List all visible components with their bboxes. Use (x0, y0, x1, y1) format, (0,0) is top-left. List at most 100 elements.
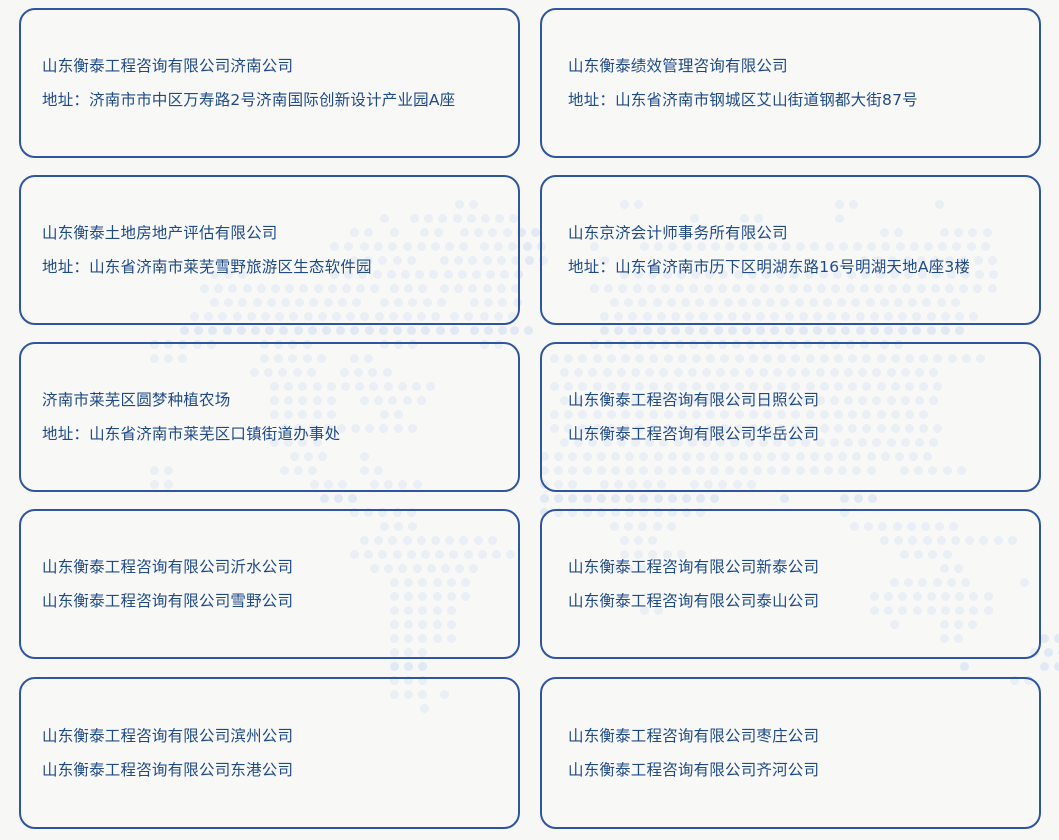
map-dot (498, 298, 507, 307)
map-dot (472, 270, 481, 279)
map-dot (374, 242, 383, 251)
map-dot (540, 452, 549, 461)
map-dot (872, 438, 881, 447)
map-dot (979, 536, 988, 545)
map-dot (313, 382, 322, 391)
company-card[interactable]: 山东衡泰工程咨询有限公司枣庄公司 山东衡泰工程咨询有限公司齐河公司 (540, 677, 1041, 829)
map-dot (610, 522, 619, 531)
map-dot (412, 382, 421, 391)
map-dot (550, 410, 559, 419)
company-card[interactable]: 山东衡泰工程咨询有限公司日照公司 山东衡泰工程咨询有限公司华岳公司 (540, 342, 1041, 492)
map-dot (621, 424, 630, 433)
map-dot (218, 312, 227, 321)
map-dot (568, 480, 577, 489)
map-dot (624, 522, 633, 531)
map-dot (433, 592, 442, 601)
company-card[interactable]: 山东衡泰工程咨询有限公司滨州公司 山东衡泰工程咨询有限公司东港公司 (19, 677, 520, 829)
map-dot (893, 522, 902, 531)
map-dot (918, 578, 927, 587)
map-dot (858, 438, 867, 447)
map-dot (384, 382, 393, 391)
map-dot (620, 550, 629, 559)
map-dot (568, 452, 577, 461)
company-card[interactable]: 山东衡泰工程咨询有限公司沂水公司 山东衡泰工程咨询有限公司雪野公司 (19, 509, 520, 659)
company-card[interactable]: 山东衡泰绩效管理咨询有限公司 地址：山东省济南市钢城区艾山街道钢都大街87号 (540, 8, 1041, 158)
map-dot (860, 284, 869, 293)
map-dot (809, 298, 818, 307)
map-dot (614, 480, 623, 489)
map-dot (653, 522, 662, 531)
map-dot (600, 326, 609, 335)
map-dot (607, 410, 616, 419)
map-dot (488, 228, 497, 237)
map-dot (735, 424, 744, 433)
map-dot (668, 494, 677, 503)
map-dot (447, 592, 456, 601)
map-dot (460, 228, 469, 237)
map-dot (506, 550, 515, 559)
company-card[interactable]: 山东衡泰工程咨询有限公司新泰公司 山东衡泰工程咨询有限公司泰山公司 (540, 509, 1041, 659)
map-dot (468, 256, 477, 265)
map-dot (624, 564, 633, 573)
map-dot (164, 466, 173, 475)
map-dot (341, 382, 350, 391)
map-dot (770, 326, 779, 335)
map-dot (351, 424, 360, 433)
map-dot (834, 424, 843, 433)
map-dot (801, 438, 810, 447)
map-dot (785, 312, 794, 321)
map-dot (753, 452, 762, 461)
map-dot (923, 452, 932, 461)
company-card[interactable]: 山东衡泰土地房地产评估有限公司 地址：山东省济南市莱芜雪野旅游区生态软件园 (19, 175, 520, 325)
map-dot (228, 284, 237, 293)
map-dot (308, 326, 317, 335)
company-address: 地址：山东省济南市钢城区艾山街道钢都大街87号 (568, 91, 918, 109)
map-dot (564, 410, 573, 419)
map-dot (270, 396, 279, 405)
map-dot (210, 298, 219, 307)
map-dot (454, 284, 463, 293)
map-dot (498, 326, 507, 335)
map-dot (940, 228, 949, 237)
map-dot (314, 284, 323, 293)
map-dot (820, 410, 829, 419)
map-dot (313, 396, 322, 405)
map-dot (407, 326, 416, 335)
map-dot (710, 452, 719, 461)
map-dot (830, 438, 839, 447)
map-dot (994, 536, 1003, 545)
map-dot (756, 312, 765, 321)
map-dot (840, 494, 849, 503)
map-dot (253, 298, 262, 307)
company-card[interactable]: 济南市莱芜区圆梦种植农场 地址：山东省济南市莱芜区口镇街道办事处 (19, 342, 520, 492)
map-dot (835, 214, 844, 223)
map-dot (874, 256, 883, 265)
company-card[interactable]: 山东京济会计师事务所有限公司 地址：山东省济南市历下区明湖东路16号明湖天地A座… (540, 175, 1041, 325)
map-dot (720, 410, 729, 419)
map-dot (404, 578, 413, 587)
map-dot (781, 466, 790, 475)
map-dot (511, 256, 520, 265)
map-dot (618, 284, 627, 293)
map-dot (320, 494, 329, 503)
map-dot (852, 466, 861, 475)
map-dot (380, 214, 389, 223)
map-dot (664, 410, 673, 419)
map-dot (791, 410, 800, 419)
map-dot (719, 270, 728, 279)
map-dot (327, 382, 336, 391)
map-dot (984, 606, 993, 615)
map-dot (819, 270, 828, 279)
map-dot (421, 326, 430, 335)
map-dot (969, 592, 978, 601)
map-dot (816, 438, 825, 447)
map-dot (900, 550, 909, 559)
map-dot (378, 508, 387, 517)
map-dot (908, 536, 917, 545)
map-dot (891, 424, 900, 433)
map-dot (150, 340, 159, 349)
map-dot (597, 508, 606, 517)
map-dot (207, 340, 216, 349)
company-card[interactable]: 山东衡泰工程咨询有限公司济南公司 地址：济南市市中区万寿路2号济南国际创新设计产… (19, 8, 520, 158)
map-dot (817, 284, 826, 293)
